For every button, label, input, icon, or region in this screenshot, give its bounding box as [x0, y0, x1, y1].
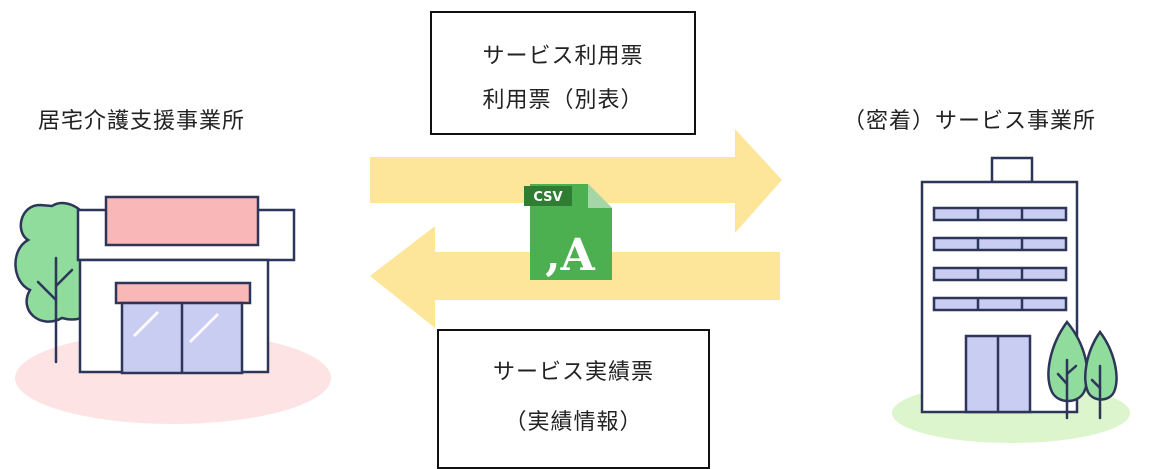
- csv-file-icon: CSV ,A: [524, 184, 612, 281]
- csv-badge-text: CSV: [533, 190, 562, 205]
- care-office-label: 居宅介護支援事業所: [38, 109, 246, 134]
- usage-ticket-line2: 利用票（別表）: [482, 88, 644, 113]
- usage-ticket-line1: サービス利用票: [482, 44, 644, 69]
- service-office-label: （密着）サービス事業所: [843, 109, 1097, 134]
- results-ticket-line1: サービス実績票: [492, 360, 654, 385]
- results-ticket-box: サービス実績票 （実績情報）: [437, 329, 710, 469]
- usage-ticket-box: サービス利用票 利用票（別表）: [430, 11, 696, 135]
- results-ticket-line2: （実績情報）: [504, 410, 643, 435]
- arrow-to-right: [370, 129, 782, 233]
- care-office-building-icon: [14, 195, 331, 424]
- csv-glyph-text: ,A: [545, 230, 595, 281]
- service-office-building-icon: [892, 156, 1130, 443]
